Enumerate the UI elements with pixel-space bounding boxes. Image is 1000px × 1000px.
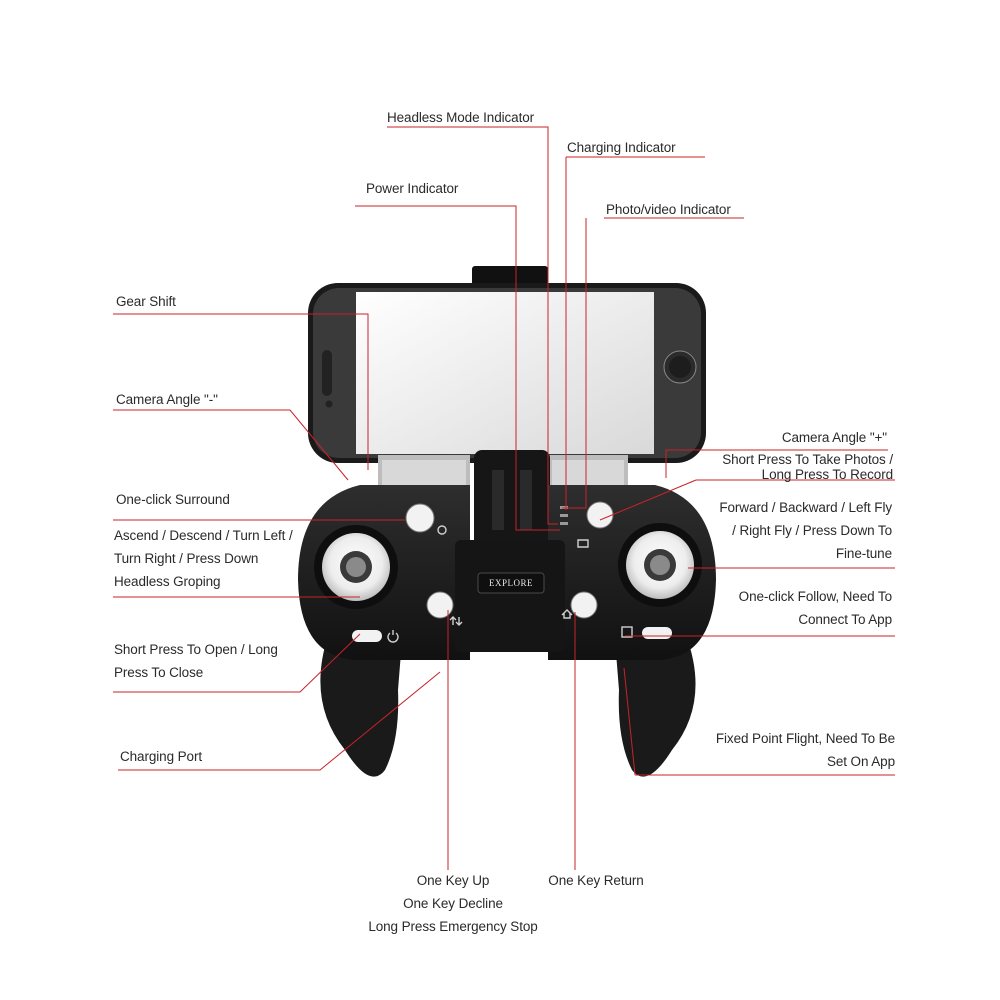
left-grip [320, 630, 402, 777]
label-photo-record-line-2: Long Press To Record [761, 467, 893, 482]
label-fixed-point-flight-line-1: Fixed Point Flight, Need To Be [715, 731, 895, 746]
right-joystick[interactable] [618, 523, 702, 607]
label-right-stick-line-1: Forward / Backward / Left Fly [719, 500, 892, 515]
one-key-up-button[interactable] [426, 591, 454, 619]
leader-lines [113, 126, 895, 870]
camera-icon [577, 539, 589, 548]
label-camera-angle-minus: Camera Angle "-" [116, 392, 218, 407]
right-grip [615, 630, 696, 777]
label-fixed-point-flight-line-2: Set On App [826, 754, 895, 769]
label-photo-record-line-1: Short Press To Take Photos / [722, 452, 893, 467]
label-photo-record: Short Press To Take Photos / Long Press … [722, 452, 893, 482]
label-power-indicator: Power Indicator [366, 181, 459, 196]
phone-holder-top-clamp [472, 266, 548, 288]
follow-icon [621, 626, 633, 638]
explore-badge [477, 572, 545, 594]
label-fixed-point-flight: Fixed Point Flight, Need To Be Set On Ap… [716, 727, 895, 773]
label-one-key-return: One Key Return [548, 873, 644, 888]
up-down-arrows-icon [449, 616, 463, 626]
label-power-button-line-2: Press To Close [114, 665, 204, 680]
label-left-stick-line-1: Ascend / Descend / Turn Left / [114, 528, 293, 543]
label-power-button: Short Press To Open / Long Press To Clos… [114, 638, 278, 684]
label-one-key-up-line-2: One Key Decline [403, 896, 503, 911]
label-one-key-up-line-1: One Key Up [416, 873, 490, 888]
label-gear-shift: Gear Shift [116, 294, 176, 309]
label-charging-indicator: Charging Indicator [567, 140, 676, 155]
label-camera-angle-plus: Camera Angle "+" [781, 430, 887, 445]
label-headless-mode-indicator: Headless Mode Indicator [387, 110, 535, 125]
label-one-key-up-line-3: Long Press Emergency Stop [368, 919, 538, 934]
label-right-stick-line-2: / Right Fly / Press Down To [732, 523, 892, 538]
one-key-return-button[interactable] [570, 591, 598, 619]
label-right-stick: Forward / Backward / Left Fly / Right Fl… [719, 496, 892, 565]
location-pin-icon [437, 525, 447, 535]
power-button[interactable] [352, 630, 382, 642]
label-one-click-follow-line-1: One-click Follow, Need To [738, 589, 892, 604]
label-power-button-line-1: Short Press To Open / Long [114, 642, 278, 657]
power-icon [387, 630, 399, 643]
label-one-click-surround: One-click Surround [116, 492, 230, 507]
left-joystick[interactable] [314, 525, 398, 609]
label-photo-video-indicator: Photo/video Indicator [606, 202, 731, 217]
label-left-stick: Ascend / Descend / Turn Left / Turn Righ… [114, 524, 293, 593]
label-one-click-follow-line-2: Connect To App [798, 612, 892, 627]
label-left-stick-line-3: Headless Groping [114, 574, 221, 589]
label-one-key-up: One Key Up One Key Decline Long Press Em… [368, 869, 538, 938]
one-click-follow-button[interactable] [642, 627, 672, 639]
label-right-stick-line-3: Fine-tune [835, 546, 892, 561]
indicator-leds [560, 506, 568, 525]
label-left-stick-line-2: Turn Right / Press Down [114, 551, 259, 566]
label-charging-port: Charging Port [120, 749, 202, 764]
explore-badge-label: EXPLORE [489, 578, 533, 588]
smartphone [308, 283, 706, 463]
photo-video-button[interactable] [586, 501, 614, 529]
return-home-icon [561, 609, 573, 619]
label-one-click-follow: One-click Follow, Need To Connect To App [739, 585, 892, 631]
controller-body [298, 485, 716, 660]
one-click-surround-button[interactable] [405, 503, 435, 533]
